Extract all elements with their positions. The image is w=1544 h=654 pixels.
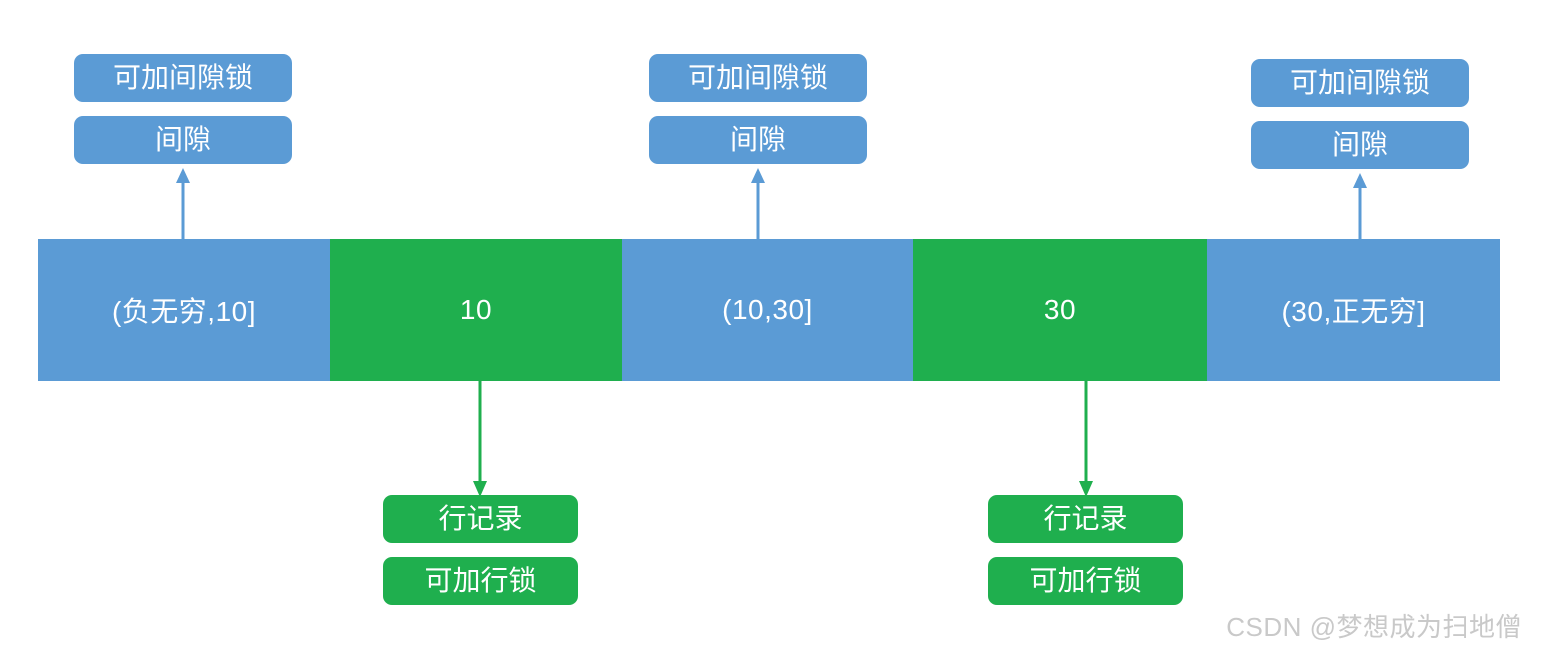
gap-callout-left-lock: 可加间隙锁 xyxy=(74,54,292,102)
record-callout-right-lock: 可加行锁 xyxy=(988,557,1183,605)
gap-callout-middle-gap: 间隙 xyxy=(649,116,867,164)
gap-arrow-right xyxy=(1353,173,1367,245)
gap-callout-right-lock: 可加间隙锁 xyxy=(1251,59,1469,107)
bar-segment-neg-infinity-to-10: (负无穷,10] xyxy=(38,239,330,381)
bar-segment-record-30: 30 xyxy=(913,239,1207,381)
record-callout-left-row: 行记录 xyxy=(383,495,578,543)
bar-segment-10-to-30: (10,30] xyxy=(622,239,913,381)
lock-range-bar: (负无穷,10] 10 (10,30] 30 (30,正无穷] xyxy=(38,239,1500,381)
gap-arrow-middle xyxy=(751,168,765,244)
gap-callout-middle-lock: 可加间隙锁 xyxy=(649,54,867,102)
bar-segment-record-10: 10 xyxy=(330,239,622,381)
gap-callout-right-gap: 间隙 xyxy=(1251,121,1469,169)
bar-segment-30-to-pos-infinity: (30,正无穷] xyxy=(1207,239,1500,381)
record-callout-right-row: 行记录 xyxy=(988,495,1183,543)
record-arrow-right xyxy=(1079,378,1093,497)
watermark: CSDN @梦想成为扫地僧 xyxy=(1226,612,1522,642)
gap-callout-left-gap: 间隙 xyxy=(74,116,292,164)
record-callout-left-lock: 可加行锁 xyxy=(383,557,578,605)
gap-arrow-left xyxy=(176,168,190,244)
record-arrow-left xyxy=(473,378,487,497)
